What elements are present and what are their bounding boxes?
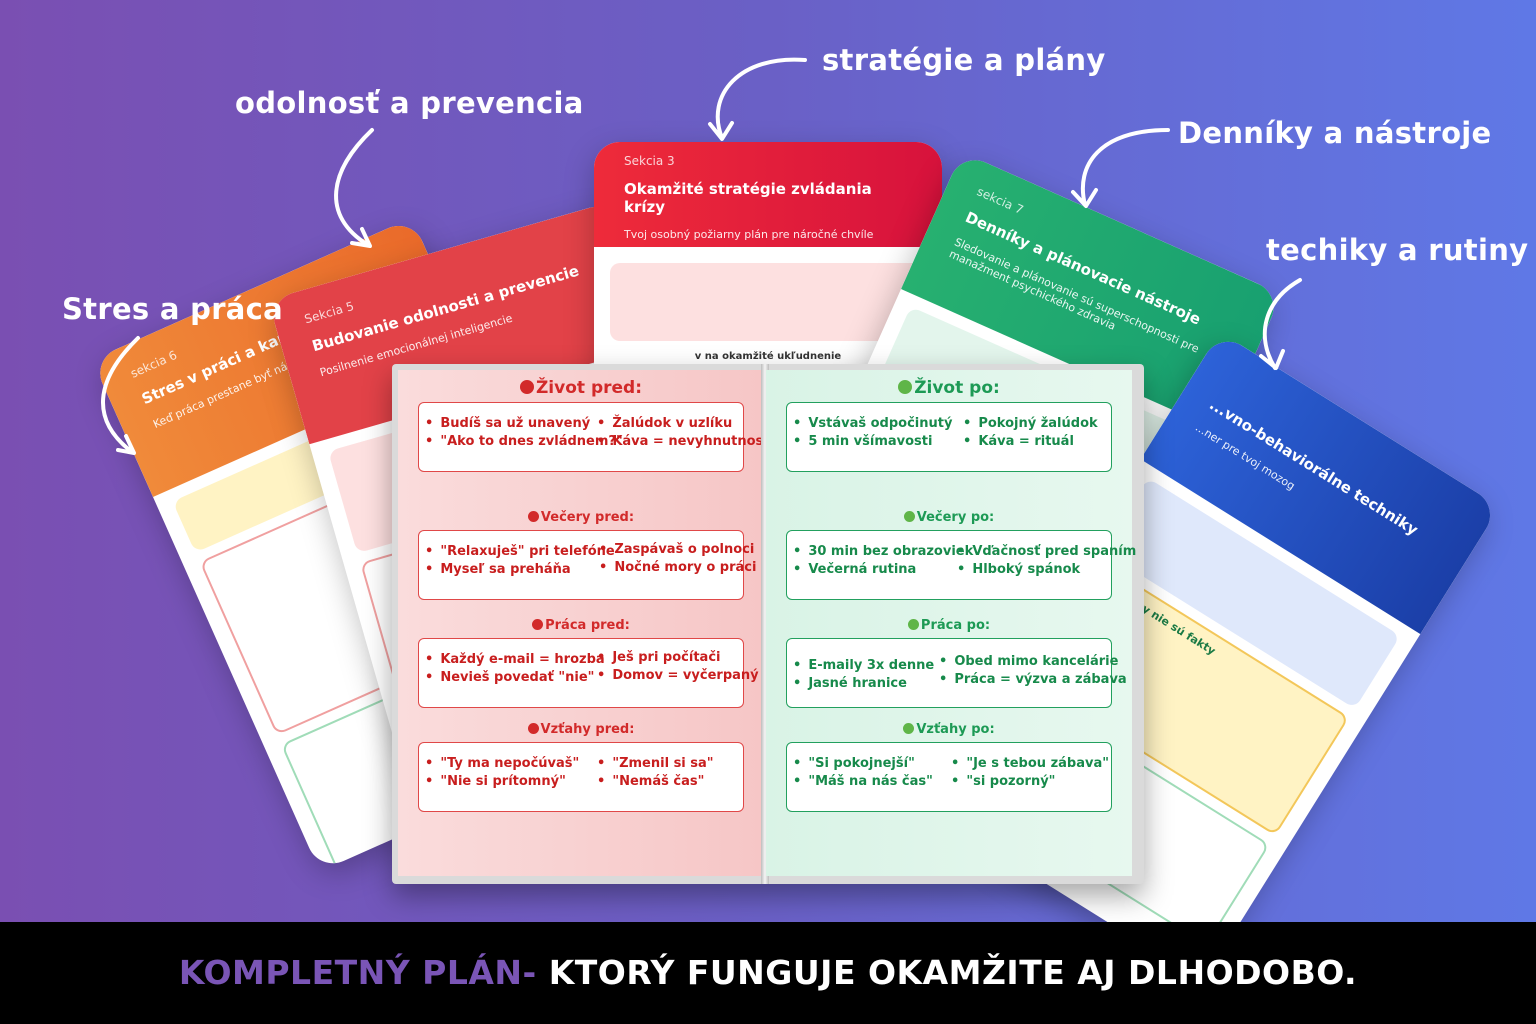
green-dot-icon — [903, 723, 915, 734]
list-item: 5 min všímavosti — [793, 433, 952, 451]
bullet-list: Vstávaš odpočinutý 5 min všímavosti — [793, 415, 952, 451]
list-item: Vstávaš odpočinutý — [793, 415, 952, 433]
card-subtitle: Tvoj osobný požiarny plán pre náročné ch… — [624, 228, 874, 241]
list-item: Večerná rutina — [793, 561, 973, 579]
promo-stage: sekcia 6 Stres v práci a kariérne vyhore… — [0, 0, 1536, 922]
banner-accent-text: KOMPLETNÝ PLÁN- — [178, 953, 537, 992]
list-item: Nevieš povedať "nie" — [425, 669, 605, 687]
bullet-list: "Je s tebou zábava" "si pozorný" — [951, 755, 1109, 791]
list-item: "Zmenil si sa" — [597, 755, 713, 773]
section-heading: Vzťahy po: — [766, 722, 1132, 740]
bullet-list: Žalúdok v uzlíku Káva = nevyhnutnosť — [597, 415, 770, 451]
list-item: Nočné mory o práci — [599, 559, 756, 577]
bullet-list: Ješ pri počítači Domov = vyčerpaný — [597, 649, 759, 685]
list-item: Vďačnosť pred spaním — [957, 543, 1136, 561]
after-box-work: E-maily 3x denne Jasné hranice Obed mimo… — [786, 638, 1127, 708]
list-item: Každý e-mail = hrozba — [425, 651, 604, 669]
before-box-evenings: "Relaxuješ" pri telefóne Myseľ sa preháň… — [418, 530, 756, 600]
card-body-text: v na okamžité ukľudnenie — [694, 351, 842, 362]
section-heading: Večery pred: — [398, 510, 764, 528]
bullet-list: Pokojný žalúdok Káva = rituál — [963, 415, 1098, 451]
callout-odolnost: odolnosť a prevencia — [235, 86, 584, 120]
bullet-list: E-maily 3x denne Jasné hranice — [793, 657, 934, 693]
list-item: Káva = nevyhnutnosť — [597, 433, 769, 451]
arrow-techniky — [1259, 278, 1302, 370]
list-item: Domov = vyčerpaný — [597, 667, 758, 685]
list-item: Budíš sa už unavený — [425, 415, 623, 433]
after-box-relationships: "Si pokojnejší" "Máš na nás čas" "Je s t… — [786, 742, 1112, 812]
list-item: "Máš na nás čas" — [793, 773, 933, 791]
red-dot-icon — [527, 723, 539, 734]
red-dot-icon — [527, 511, 539, 522]
after-box-evenings: 30 min bez obrazoviek Večerná rutina Vďa… — [786, 530, 1136, 600]
before-box-work: Každý e-mail = hrozba Nevieš povedať "ni… — [418, 638, 759, 708]
bullet-list: Vďačnosť pred spaním Hlboký spánok — [957, 543, 1136, 579]
page-title: Život po: — [766, 378, 1132, 398]
red-dot-icon — [519, 380, 534, 394]
list-item: "Je s tebou zábava" — [951, 755, 1109, 773]
page-title: Život pred: — [398, 378, 764, 398]
list-item: Žalúdok v uzlíku — [597, 415, 770, 433]
list-item: Káva = rituál — [963, 433, 1098, 451]
page-before: Život pred: Budíš sa už unavený "Ako to … — [398, 370, 770, 876]
arrow-stres — [101, 336, 140, 455]
list-item: Ješ pri počítači — [597, 649, 759, 667]
callout-arrows — [0, 0, 1536, 922]
card-section-label: Sekcia 3 — [624, 154, 675, 168]
callout-denniky: Denníky a nástroje — [1178, 116, 1492, 150]
bullet-list: "Ty ma nepočúvaš" "Nie si prítomný" — [425, 755, 579, 791]
page-after: Život po: Vstávaš odpočinutý 5 min všíma… — [766, 370, 1136, 876]
callout-strategie: stratégie a plány — [822, 43, 1106, 77]
list-item: "Ty ma nepočúvaš" — [425, 755, 579, 773]
list-item: "Relaxuješ" pri telefóne — [425, 543, 614, 561]
list-item: 30 min bez obrazoviek — [793, 543, 973, 561]
bottom-banner: KOMPLETNÝ PLÁN- KTORÝ FUNGUJE OKAMŽITE A… — [0, 922, 1536, 1024]
section-heading: Práca pred: — [398, 618, 764, 636]
book-spine — [761, 364, 769, 884]
bullet-list: "Zmenil si sa" "Nemáš čas" — [597, 755, 714, 791]
list-item: "Ako to dnes zvládnem?" — [425, 433, 622, 451]
red-dot-icon — [532, 619, 544, 630]
bullet-list: Každý e-mail = hrozba Nevieš povedať "ni… — [425, 651, 605, 687]
arrow-odolnost — [334, 128, 374, 248]
list-item: Obed mimo kancelárie — [939, 653, 1127, 671]
banner-text: KTORÝ FUNGUJE OKAMŽITE AJ DLHODOBO. — [536, 953, 1358, 992]
card-content-box — [610, 263, 926, 341]
bullet-list: 30 min bez obrazoviek Večerná rutina — [793, 543, 973, 579]
list-item: "si pozorný" — [951, 773, 1109, 791]
after-box-morning: Vstávaš odpočinutý 5 min všímavosti Poko… — [786, 402, 1112, 472]
list-item: Zaspávaš o polnoci — [599, 541, 756, 559]
list-item: E-maily 3x denne — [793, 657, 934, 675]
bullet-list: "Relaxuješ" pri telefóne Myseľ sa preháň… — [425, 543, 615, 579]
open-book: Život pred: Budíš sa už unavený "Ako to … — [392, 364, 1144, 884]
green-dot-icon — [898, 380, 913, 394]
section-heading: Práca po: — [766, 618, 1132, 636]
list-item: "Si pokojnejší" — [793, 755, 933, 773]
arrow-strategie — [708, 57, 807, 141]
list-item: Pokojný žalúdok — [963, 415, 1097, 433]
arrow-denniky — [1071, 128, 1170, 208]
list-item: Myseľ sa preháňa — [425, 561, 615, 579]
bullet-list: Obed mimo kancelárie Práca = výzva a záb… — [939, 653, 1127, 689]
list-item: "Nemáš čas" — [597, 773, 714, 791]
bullet-list: Budíš sa už unavený "Ako to dnes zvládne… — [425, 415, 623, 451]
card-title: Okamžité stratégie zvládania krízy — [624, 180, 872, 216]
bullet-list: Zaspávaš o polnoci Nočné mory o práci — [599, 541, 756, 577]
list-item: Jasné hranice — [793, 675, 934, 693]
bullet-list: "Si pokojnejší" "Máš na nás čas" — [793, 755, 933, 791]
green-dot-icon — [903, 511, 915, 522]
list-item: Hlboký spánok — [957, 561, 1136, 579]
before-box-morning: Budíš sa už unavený "Ako to dnes zvládne… — [418, 402, 770, 472]
section-heading: Vzťahy pred: — [398, 722, 764, 740]
before-box-relationships: "Ty ma nepočúvaš" "Nie si prítomný" "Zme… — [418, 742, 744, 812]
callout-stres: Stres a práca — [62, 292, 284, 326]
list-item: "Nie si prítomný" — [425, 773, 579, 791]
section-heading: Večery po: — [766, 510, 1132, 528]
callout-techniky: techiky a rutiny — [1266, 233, 1529, 267]
green-dot-icon — [907, 619, 919, 630]
list-item: Práca = výzva a zábava — [939, 671, 1126, 689]
